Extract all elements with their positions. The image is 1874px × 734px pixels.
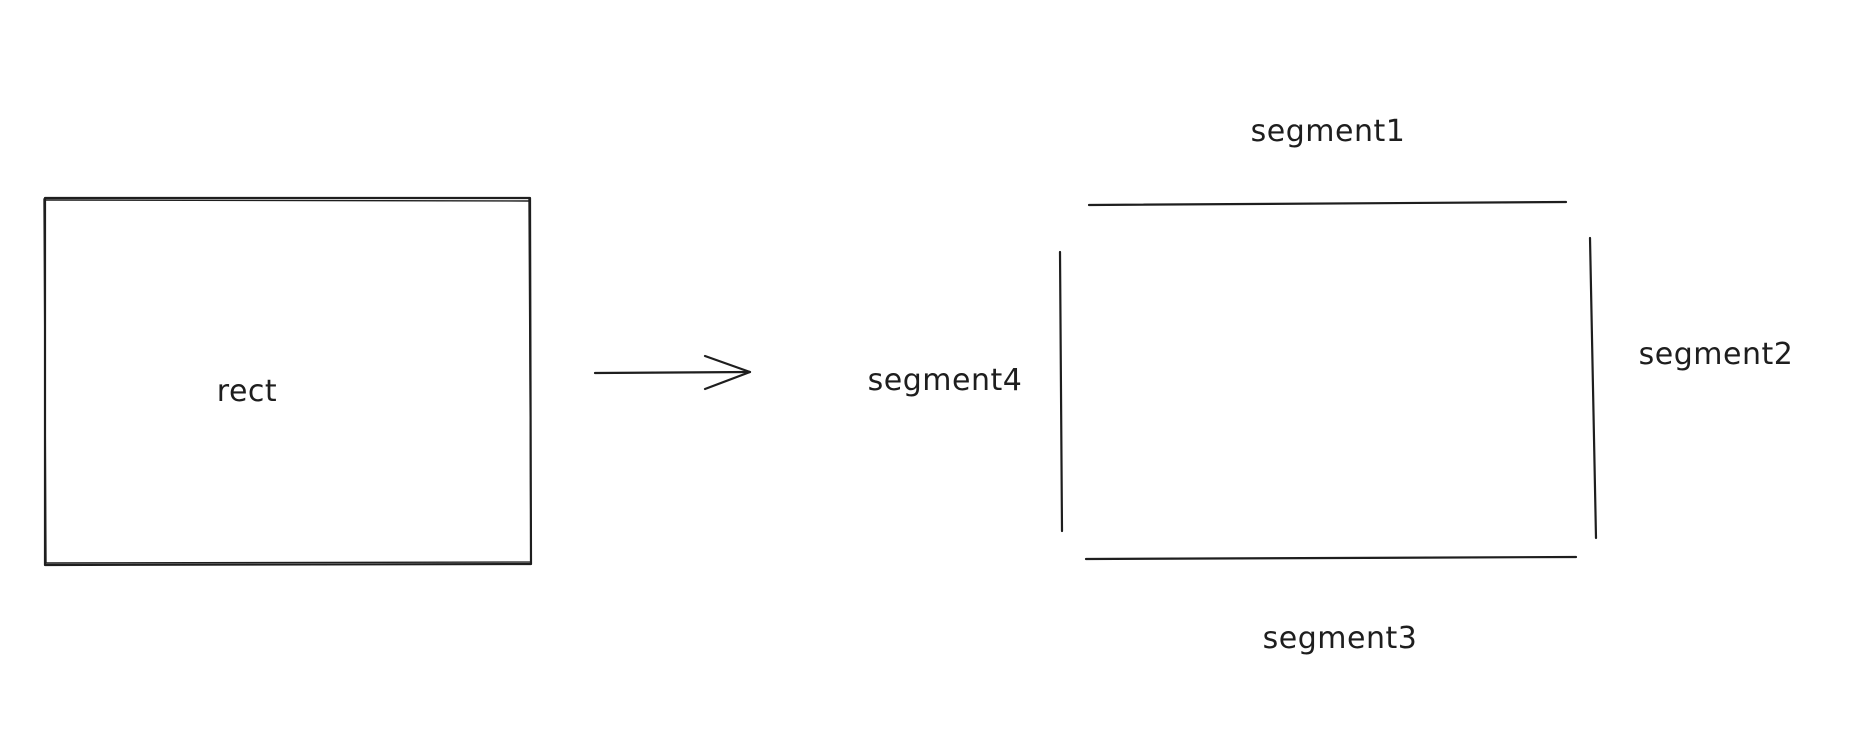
segment1-label: segment1 bbox=[1251, 114, 1406, 149]
segment1-line bbox=[1087, 200, 1568, 207]
arrow-shaft bbox=[593, 370, 752, 375]
source-rect-outline-overstroke bbox=[43, 198, 532, 564]
segment2-label: segment2 bbox=[1639, 337, 1794, 372]
source-rect-label: rect bbox=[217, 374, 277, 409]
segment3-label: segment3 bbox=[1263, 621, 1418, 656]
segment4-label: segment4 bbox=[868, 363, 1023, 398]
segment3-line bbox=[1084, 555, 1578, 561]
source-rect: rect bbox=[43, 196, 533, 567]
segmented-rect: segment1 segment2 segment3 segment4 bbox=[868, 114, 1794, 656]
arrow-right-icon bbox=[593, 354, 752, 391]
source-rect-outline bbox=[43, 196, 533, 567]
arrow-head bbox=[703, 354, 752, 391]
segment4-line bbox=[1058, 250, 1064, 533]
segment2-line bbox=[1588, 236, 1598, 540]
